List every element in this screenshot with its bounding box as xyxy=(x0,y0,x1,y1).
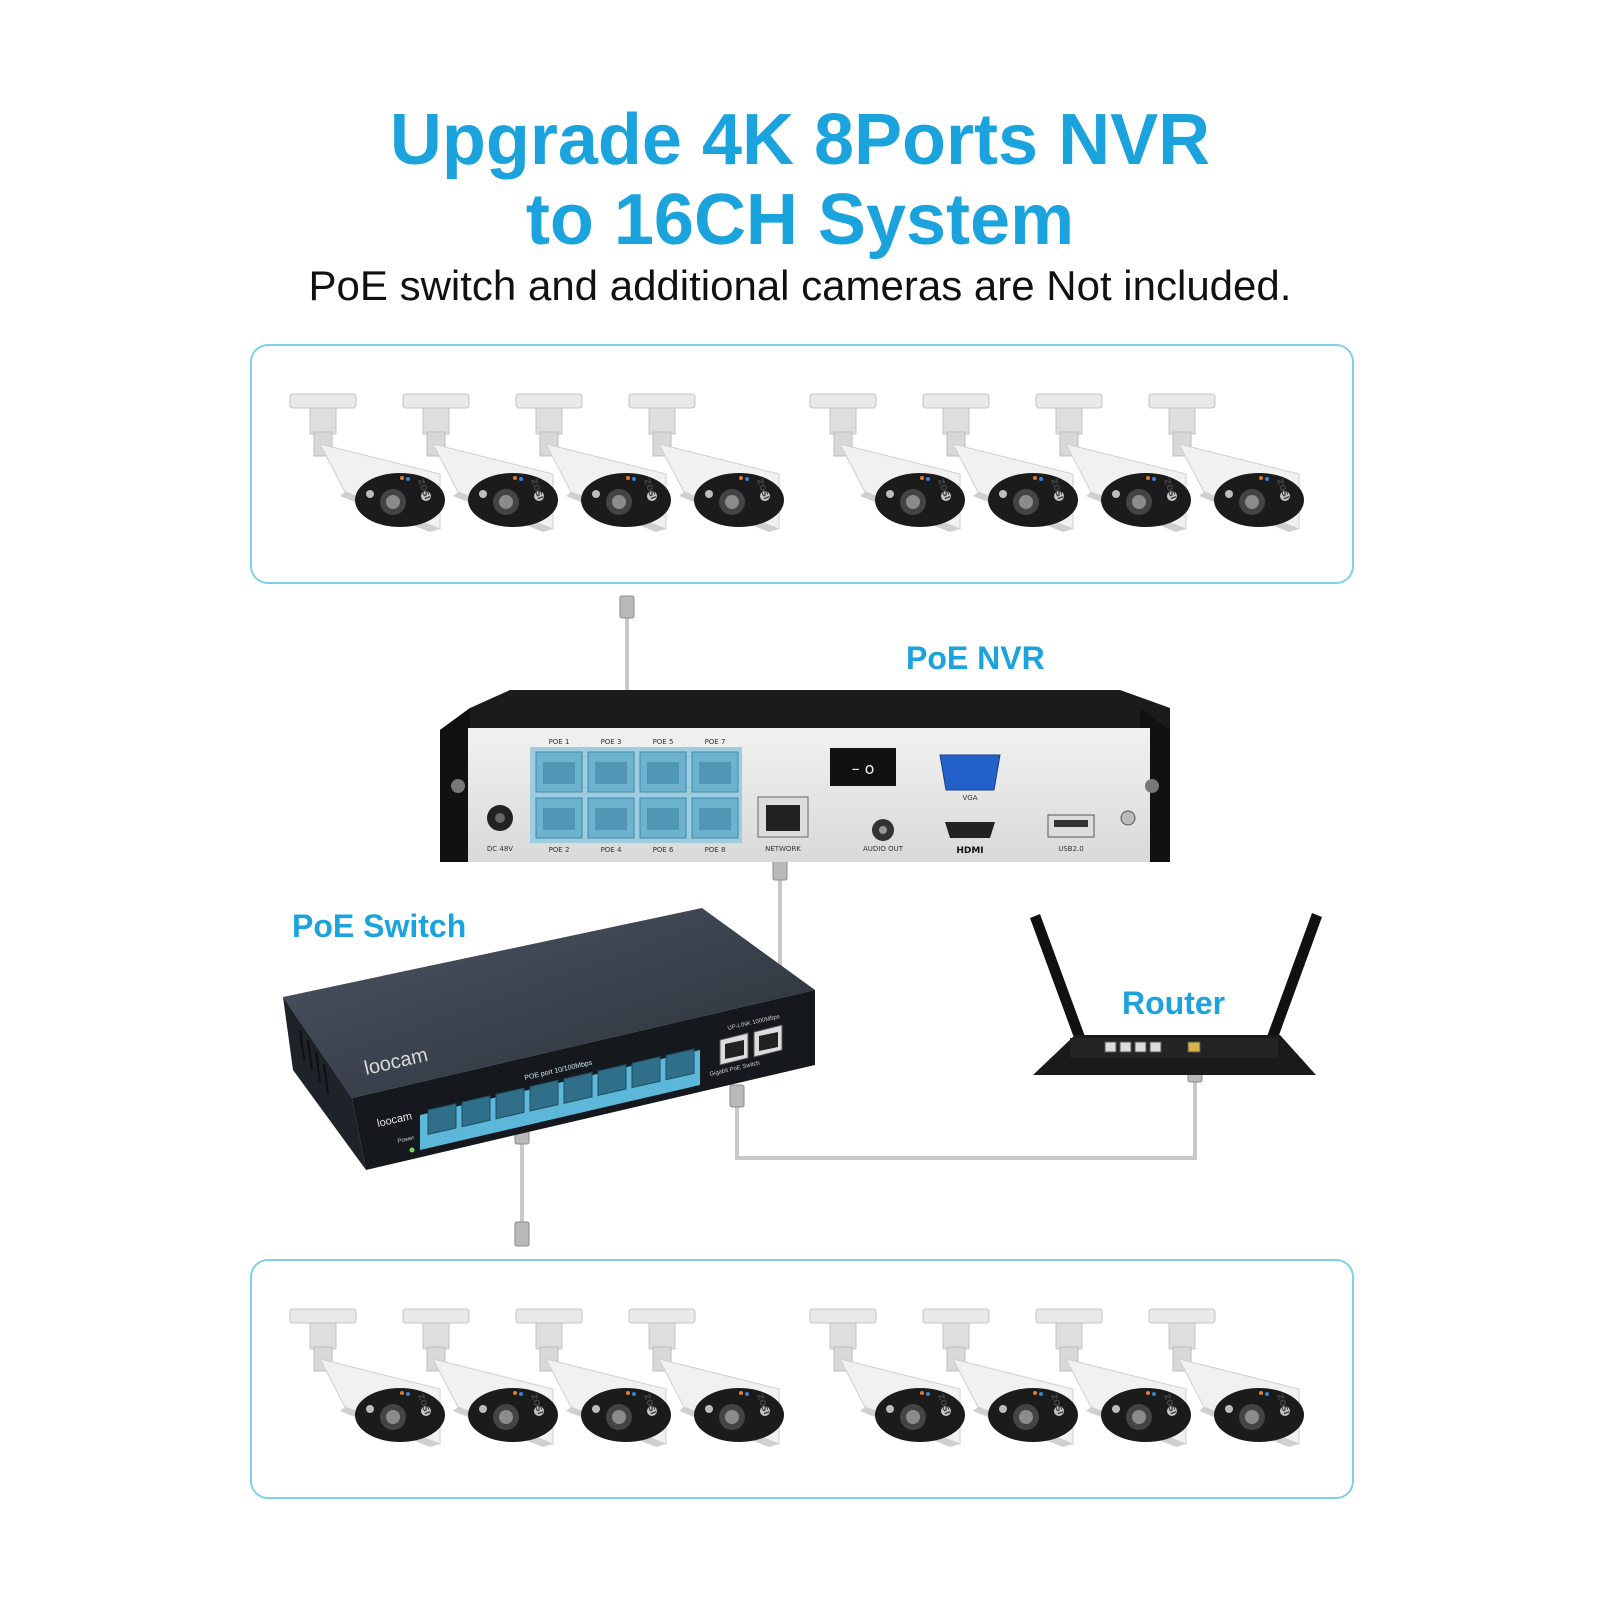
switch-label: PoE Switch xyxy=(292,908,467,944)
switch-port-icon xyxy=(597,1063,627,1097)
camera-icon: ZOSI xyxy=(402,1308,558,1447)
poe-port-label: POE 6 xyxy=(653,846,674,854)
subtitle: PoE switch and additional cameras are No… xyxy=(308,262,1292,309)
router-antenna-right xyxy=(1265,913,1322,1046)
power-led-icon xyxy=(409,1147,415,1153)
switch-port-icon xyxy=(461,1095,491,1128)
camera-icon: ZOSI xyxy=(1035,1308,1191,1447)
poe-port-label: POE 2 xyxy=(549,846,570,854)
switch-port-icon xyxy=(529,1079,559,1112)
camera-icon: ZOSI xyxy=(809,1308,965,1447)
nvr-label: PoE NVR xyxy=(906,640,1045,676)
camera-icon: ZOSI xyxy=(1035,393,1191,532)
usb-label: USB2.0 xyxy=(1058,845,1084,853)
screw-icon xyxy=(1145,779,1159,793)
switch-ports xyxy=(427,1048,695,1136)
camera-icon: ZOSI xyxy=(402,393,558,532)
poe-port-label: POE 1 xyxy=(549,738,570,746)
poe-switch-device: loocam POE port 10/100Mbps loocam Power … xyxy=(283,908,815,1170)
camera-icon: ZOSI xyxy=(515,393,671,532)
camera-icon: ZOSI xyxy=(809,393,965,532)
switch-top-surface xyxy=(283,908,815,1098)
camera-icon: ZOSI xyxy=(922,1308,1078,1447)
screw-icon xyxy=(451,779,465,793)
switch-port-icon xyxy=(631,1056,661,1089)
poe-port-label: POE 7 xyxy=(705,738,726,746)
switch-vents xyxy=(299,1029,329,1095)
camera-icon: ZOSI xyxy=(1148,393,1304,532)
title-line-2: to 16CH System xyxy=(525,180,1075,260)
switch-port-area xyxy=(420,1050,700,1150)
camera-icon: ZOSI xyxy=(515,1308,671,1447)
switch-left-side xyxy=(283,997,366,1170)
router-wan-port-icon xyxy=(1187,1041,1201,1053)
poe-port-labels: POE 1 POE 2 POE 3 POE 4 POE 5 POE 6 POE 7 POE 8 xyxy=(549,738,726,854)
svg-text:– o: – o xyxy=(852,759,875,778)
router-device xyxy=(1030,913,1322,1075)
ground-icon xyxy=(1120,810,1136,826)
audio-label: AUDIO OUT xyxy=(863,845,904,853)
network-label: NETWORK xyxy=(765,845,801,853)
uplink-ports xyxy=(719,1024,783,1066)
dc-label: DC 48V xyxy=(487,845,513,853)
hdmi-label: HDMI xyxy=(956,846,983,856)
vga-label: VGA xyxy=(962,794,977,802)
cable-switch-to-router xyxy=(735,1065,1197,1160)
poe-port-label: POE 4 xyxy=(601,846,622,854)
camera-icon: ZOSI xyxy=(628,1308,784,1447)
camera-icon: ZOSI xyxy=(1148,1308,1304,1447)
hdmi-port-icon xyxy=(945,822,995,838)
switch-port-icon xyxy=(427,1102,457,1136)
camera-icon: ZOSI xyxy=(922,393,1078,532)
power-switch-icon xyxy=(830,748,896,786)
camera-icon: ZOSI xyxy=(289,1308,445,1447)
router-lan-ports xyxy=(1104,1041,1162,1053)
camera-icon: ZOSI xyxy=(289,393,445,532)
switch-port-icon xyxy=(495,1087,525,1120)
router-label: Router xyxy=(1122,985,1226,1021)
vga-port-icon xyxy=(939,754,1001,791)
switch-port-icon xyxy=(665,1048,695,1081)
poe-port-label: POE 3 xyxy=(601,738,622,746)
poe-port-label: POE 8 xyxy=(705,846,726,854)
poe-port-label: POE 5 xyxy=(653,738,674,746)
title-line-1: Upgrade 4K 8Ports NVR xyxy=(389,100,1211,180)
router-antenna-left xyxy=(1030,914,1087,1046)
poe-ports xyxy=(535,751,739,839)
camera-icon: ZOSI xyxy=(628,393,784,532)
switch-port-icon xyxy=(563,1071,593,1104)
switch-power-label: Power xyxy=(397,1135,415,1145)
